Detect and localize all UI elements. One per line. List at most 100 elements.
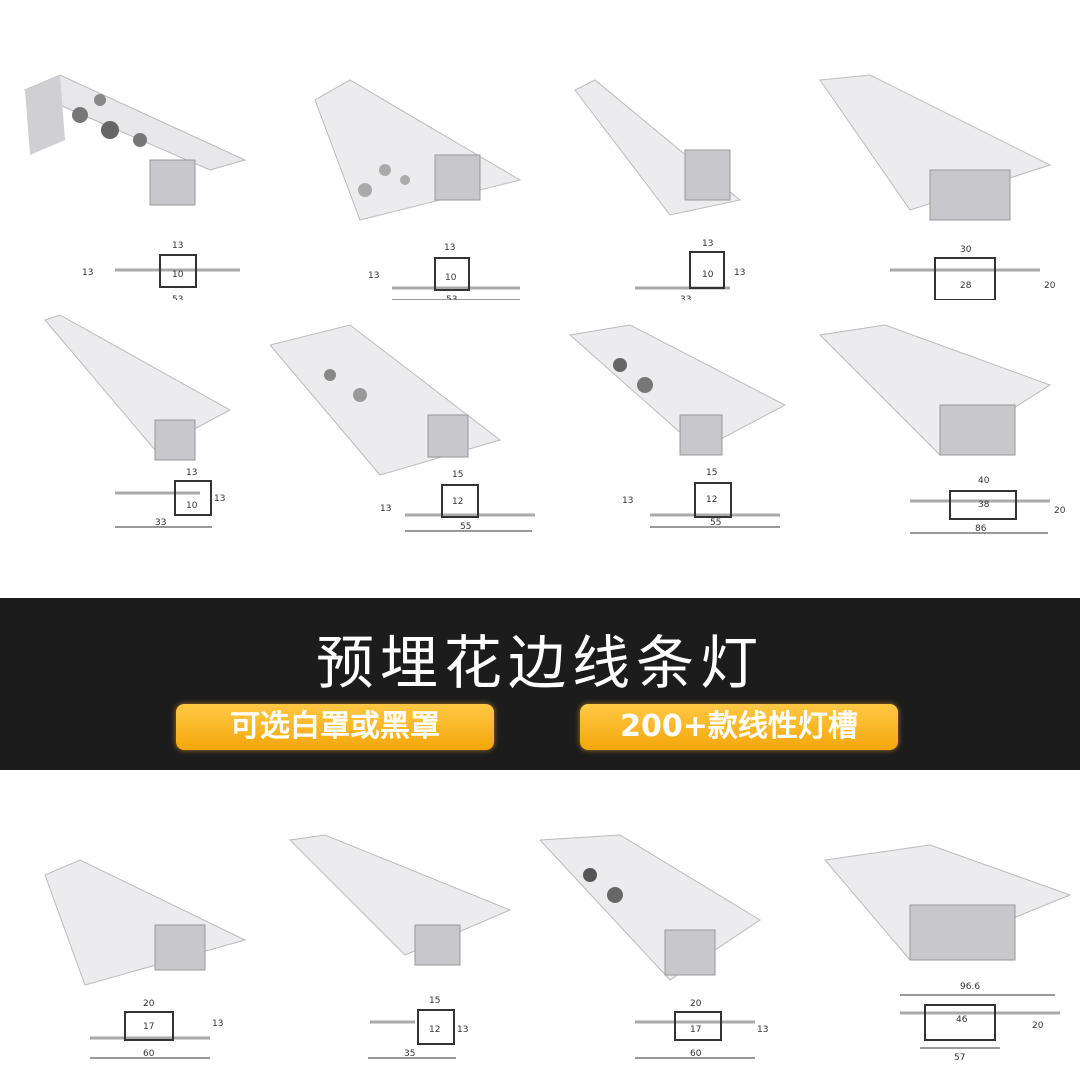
dim-height: 13 bbox=[82, 268, 93, 278]
aluminum-profile-photo bbox=[568, 324, 787, 456]
dim-height: 13 bbox=[457, 1025, 468, 1035]
dim-inner: 28 bbox=[960, 281, 972, 291]
aluminum-profile-photo bbox=[824, 844, 1072, 961]
dim-height: 13 bbox=[368, 271, 379, 281]
profile-drawing: 13 10 13 33 bbox=[44, 314, 232, 528]
dim-inner: 46 bbox=[956, 1015, 968, 1025]
dimension-diagram: 40 38 20 86 bbox=[910, 476, 1066, 534]
product-card: 96.6 46 20 57 bbox=[810, 800, 1080, 1090]
dim-inner: 10 bbox=[186, 501, 198, 511]
dimension-diagram: 13 10 13 53 bbox=[82, 241, 240, 300]
dim-width: 60 bbox=[690, 1049, 702, 1059]
dim-inner: 38 bbox=[978, 500, 990, 510]
dim-height: 20 bbox=[1054, 506, 1066, 516]
aluminum-profile-photo bbox=[574, 79, 742, 216]
product-card: 15 12 13 55 bbox=[540, 305, 810, 595]
profile-drawing: 15 12 13 55 bbox=[270, 324, 535, 532]
product-row-top: 13 10 13 53 13 10 13 53 bbox=[0, 30, 1080, 320]
dim-height: 13 bbox=[734, 268, 745, 278]
dim-outer: 13 bbox=[702, 239, 713, 249]
dim-height: 20 bbox=[1044, 281, 1056, 291]
product-card: 20 17 13 60 bbox=[540, 800, 810, 1090]
dim-width: 53 bbox=[172, 295, 183, 300]
dim-outer: 20 bbox=[143, 999, 155, 1009]
dim-outer: 13 bbox=[186, 468, 197, 478]
dim-height: 13 bbox=[380, 504, 391, 514]
dim-width: 35 bbox=[404, 1049, 415, 1059]
dimension-diagram: 13 10 13 53 bbox=[368, 243, 520, 300]
dim-width: 55 bbox=[460, 522, 471, 532]
product-card: 15 12 13 55 bbox=[270, 305, 540, 595]
dim-outer: 15 bbox=[452, 470, 463, 480]
dim-width: 53 bbox=[446, 295, 457, 300]
aluminum-profile-photo bbox=[270, 324, 502, 476]
profile-drawing: 20 17 13 60 bbox=[540, 834, 768, 1059]
model-count-tag: 200+款线性灯槽 bbox=[580, 704, 898, 750]
profile-drawing: 13 10 13 33 bbox=[574, 79, 745, 300]
product-card: 13 10 13 33 bbox=[540, 30, 810, 320]
product-row-middle: 13 10 13 33 15 12 13 55 bbox=[0, 305, 1080, 595]
aluminum-profile-photo bbox=[44, 314, 232, 461]
product-card: 15 12 13 35 bbox=[270, 800, 540, 1090]
dim-outer: 13 bbox=[172, 241, 183, 251]
profile-drawing: 20 17 13 60 bbox=[44, 859, 247, 1059]
product-card: 13 10 13 53 bbox=[270, 30, 540, 320]
dim-width: 86 bbox=[975, 524, 987, 534]
profile-drawing: 13 10 13 53 bbox=[314, 79, 522, 300]
profile-drawing: 15 12 13 35 bbox=[288, 834, 512, 1059]
dim-inner: 10 bbox=[445, 273, 457, 283]
dimension-diagram: 15 12 13 35 bbox=[368, 996, 468, 1059]
dim-height: 13 bbox=[214, 494, 225, 504]
dim-inner: 12 bbox=[706, 495, 717, 505]
banner-title: 预埋花边线条灯 bbox=[315, 629, 764, 697]
dim-width: 57 bbox=[954, 1053, 965, 1063]
dim-width: 60 bbox=[143, 1049, 155, 1059]
product-card: 13 10 13 53 bbox=[0, 30, 270, 320]
aluminum-profile-photo bbox=[819, 74, 1052, 221]
dim-inner: 10 bbox=[702, 270, 714, 280]
dim-outer: 40 bbox=[978, 476, 990, 486]
dim-height: 20 bbox=[1032, 1021, 1044, 1031]
product-card: 30 28 20 76 bbox=[810, 30, 1080, 320]
dimension-diagram: 13 10 13 33 bbox=[115, 468, 225, 528]
dimension-diagram: 96.6 46 20 57 bbox=[900, 982, 1060, 1063]
product-card: 40 38 20 86 bbox=[810, 305, 1080, 595]
aluminum-profile-photo bbox=[23, 74, 247, 206]
dim-inner: 12 bbox=[429, 1025, 440, 1035]
dim-outer: 15 bbox=[429, 996, 440, 1006]
dim-height: 13 bbox=[757, 1025, 768, 1035]
cover-option-tag: 可选白罩或黑罩 bbox=[176, 704, 494, 750]
dim-outer: 20 bbox=[690, 999, 702, 1009]
dim-top: 96.6 bbox=[960, 982, 980, 992]
profile-drawing: 96.6 46 20 57 bbox=[824, 844, 1072, 1063]
dim-inner: 12 bbox=[452, 497, 463, 507]
dimension-diagram: 13 10 13 33 bbox=[635, 239, 745, 300]
profile-drawing: 15 12 13 55 bbox=[568, 324, 787, 528]
dim-height: 13 bbox=[622, 496, 633, 506]
dim-outer: 13 bbox=[444, 243, 455, 253]
product-card: 20 17 13 60 bbox=[0, 800, 270, 1090]
profile-drawing: 40 38 20 86 bbox=[818, 324, 1066, 534]
product-card: 13 10 13 33 bbox=[0, 305, 270, 595]
profile-drawing: 30 28 20 76 bbox=[819, 74, 1056, 300]
dim-outer: 15 bbox=[706, 468, 717, 478]
dim-width: 33 bbox=[155, 518, 166, 528]
dim-outer: 30 bbox=[960, 245, 972, 255]
dim-inner: 17 bbox=[143, 1022, 154, 1032]
aluminum-profile-photo bbox=[818, 324, 1052, 456]
aluminum-profile-photo bbox=[540, 834, 761, 981]
dimension-diagram: 20 17 13 60 bbox=[635, 999, 768, 1059]
dim-inner: 17 bbox=[690, 1025, 701, 1035]
profile-drawing: 13 10 13 53 bbox=[23, 74, 247, 300]
dimension-diagram: 15 12 13 55 bbox=[380, 470, 535, 532]
dim-width: 55 bbox=[710, 518, 721, 528]
dimension-diagram: 15 12 13 55 bbox=[622, 468, 780, 528]
aluminum-profile-photo bbox=[44, 859, 247, 986]
aluminum-profile-photo bbox=[314, 79, 522, 221]
title-banner: 预埋花边线条灯 可选白罩或黑罩 200+款线性灯槽 bbox=[0, 598, 1080, 770]
dim-inner: 10 bbox=[172, 270, 184, 280]
dim-height: 13 bbox=[212, 1019, 223, 1029]
dimension-diagram: 20 17 13 60 bbox=[90, 999, 223, 1059]
aluminum-profile-photo bbox=[288, 834, 512, 966]
dimension-diagram: 30 28 20 76 bbox=[890, 245, 1056, 300]
